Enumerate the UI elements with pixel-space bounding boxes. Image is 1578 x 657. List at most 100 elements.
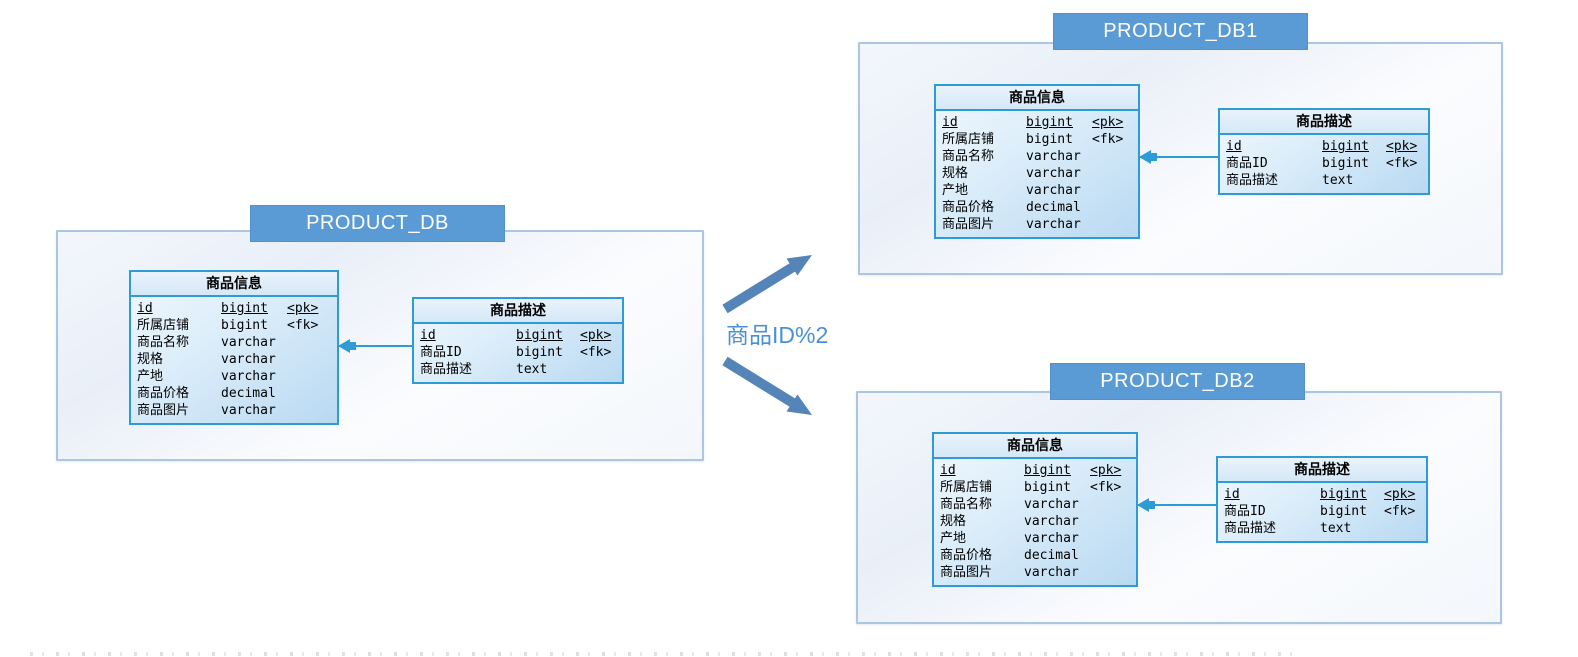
entity-title: 商品描述 — [414, 299, 622, 324]
connector-arrowhead-icon — [338, 339, 350, 353]
field-type: text — [1322, 173, 1354, 188]
field-type: varchar — [1026, 183, 1081, 198]
field-name: 商品ID — [420, 345, 462, 360]
field-type: bigint — [1320, 487, 1367, 502]
entity-title: 商品信息 — [934, 434, 1136, 459]
field-key: <fk> — [1092, 132, 1124, 147]
arrow-down-right-icon — [722, 356, 812, 415]
field-name: 产地 — [940, 531, 967, 546]
field-type: varchar — [221, 335, 276, 350]
field-name: 产地 — [942, 183, 969, 198]
entity-row: 商品价格 decimal — [137, 385, 335, 402]
field-name: 商品描述 — [1226, 173, 1279, 188]
entity-title: 商品信息 — [936, 86, 1138, 111]
entity-row: 所属店铺 bigint <fk> — [940, 479, 1134, 496]
field-type: bigint — [221, 318, 268, 333]
fk-connector — [1137, 498, 1216, 512]
field-name: 商品名称 — [940, 497, 993, 512]
field-type: varchar — [221, 352, 276, 367]
field-name: id — [1224, 487, 1240, 502]
field-key: <fk> — [1386, 156, 1418, 171]
field-type: bigint — [1320, 504, 1367, 519]
field-name: 规格 — [940, 514, 967, 529]
entity-row: 规格 varchar — [942, 165, 1136, 182]
field-name: 商品价格 — [137, 386, 190, 401]
field-type: decimal — [1024, 548, 1079, 563]
field-type: varchar — [1024, 497, 1079, 512]
field-name: id — [420, 328, 436, 343]
clipped-text-remnant — [30, 652, 1295, 656]
field-name: 商品图片 — [942, 217, 995, 232]
field-key: <pk> — [1090, 463, 1122, 478]
connector-arrowhead-icon — [1137, 498, 1149, 512]
db-tab-product-db2: PRODUCT_DB2 — [1050, 363, 1305, 400]
entity-title: 商品描述 — [1218, 458, 1426, 483]
field-type: decimal — [221, 386, 276, 401]
field-type: bigint — [1026, 132, 1073, 147]
entity-row: 商品描述 text — [1226, 172, 1426, 189]
field-name: 商品描述 — [420, 362, 473, 377]
field-type: bigint — [516, 345, 563, 360]
field-name: 商品名称 — [942, 149, 995, 164]
field-type: bigint — [221, 301, 268, 316]
field-type: varchar — [1026, 217, 1081, 232]
field-name: 商品图片 — [137, 403, 190, 418]
field-type: bigint — [1024, 480, 1071, 495]
field-name: 所属店铺 — [137, 318, 190, 333]
entity-title: 商品描述 — [1220, 110, 1428, 135]
field-type: decimal — [1026, 200, 1081, 215]
connector-stem — [1151, 153, 1157, 161]
shard-arrows — [722, 255, 812, 415]
field-name: 产地 — [137, 369, 164, 384]
field-key: <fk> — [580, 345, 612, 360]
field-type: text — [516, 362, 548, 377]
connector-stem — [350, 342, 356, 350]
entity-row: 产地 varchar — [942, 182, 1136, 199]
field-name: 商品名称 — [137, 335, 190, 350]
field-name: 商品价格 — [940, 548, 993, 563]
field-name: 所属店铺 — [942, 132, 995, 147]
field-key: <pk> — [580, 328, 612, 343]
field-key: <fk> — [287, 318, 319, 333]
field-type: varchar — [1026, 166, 1081, 181]
fk-connector — [1139, 150, 1218, 164]
field-name: id — [942, 115, 958, 130]
field-name: 商品ID — [1224, 504, 1266, 519]
field-name: 所属店铺 — [940, 480, 993, 495]
entity-title: 商品信息 — [131, 272, 337, 297]
field-type: bigint — [1322, 156, 1369, 171]
field-name: 规格 — [942, 166, 969, 181]
field-name: 商品价格 — [942, 200, 995, 215]
entity-row: 商品名称 varchar — [940, 496, 1134, 513]
field-key: <fk> — [1090, 480, 1122, 495]
field-type: text — [1320, 521, 1352, 536]
entity-row: 商品价格 decimal — [942, 199, 1136, 216]
entity-row: 所属店铺 bigint <fk> — [137, 317, 335, 334]
entity-row: 商品描述 text — [420, 361, 620, 378]
